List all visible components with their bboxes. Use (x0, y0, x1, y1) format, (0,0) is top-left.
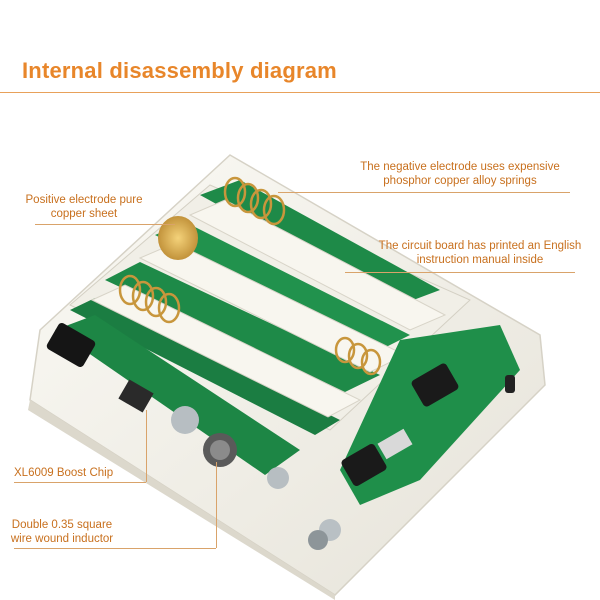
callout-inductor: Double 0.35 square wire wound inductor (6, 518, 118, 546)
leader-line (35, 224, 175, 225)
leader-line (278, 192, 570, 193)
leader-line (146, 410, 147, 482)
side-circuit-board (308, 325, 520, 550)
leader-line (14, 482, 146, 483)
leader-line (14, 548, 216, 549)
page-title: Internal disassembly diagram (22, 58, 337, 83)
callout-text: Positive electrode pure (25, 194, 143, 206)
callout-circuit-board: The circuit board has printed an English… (370, 239, 590, 267)
callout-boost-chip: XL6009 Boost Chip (14, 467, 114, 479)
callout-positive-electrode: Positive electrode pure copper sheet (14, 193, 154, 221)
callout-text: The circuit board has printed an English (378, 240, 582, 252)
main-circuit-board (46, 315, 300, 489)
callout-text: copper sheet (50, 208, 118, 220)
leader-line (345, 272, 575, 273)
callout-text: Double 0.35 square (11, 519, 113, 531)
positive-copper-sheet (158, 216, 198, 260)
leader-line (216, 462, 217, 548)
negative-springs (118, 176, 382, 376)
callout-negative-electrode: The negative electrode uses expensive ph… (340, 160, 580, 188)
callout-text: wire wound inductor (10, 533, 114, 545)
callout-text: phosphor copper alloy springs (383, 175, 537, 187)
callout-text: The negative electrode uses expensive (360, 161, 560, 173)
title-divider (0, 92, 600, 93)
callout-text: instruction manual inside (416, 254, 544, 266)
